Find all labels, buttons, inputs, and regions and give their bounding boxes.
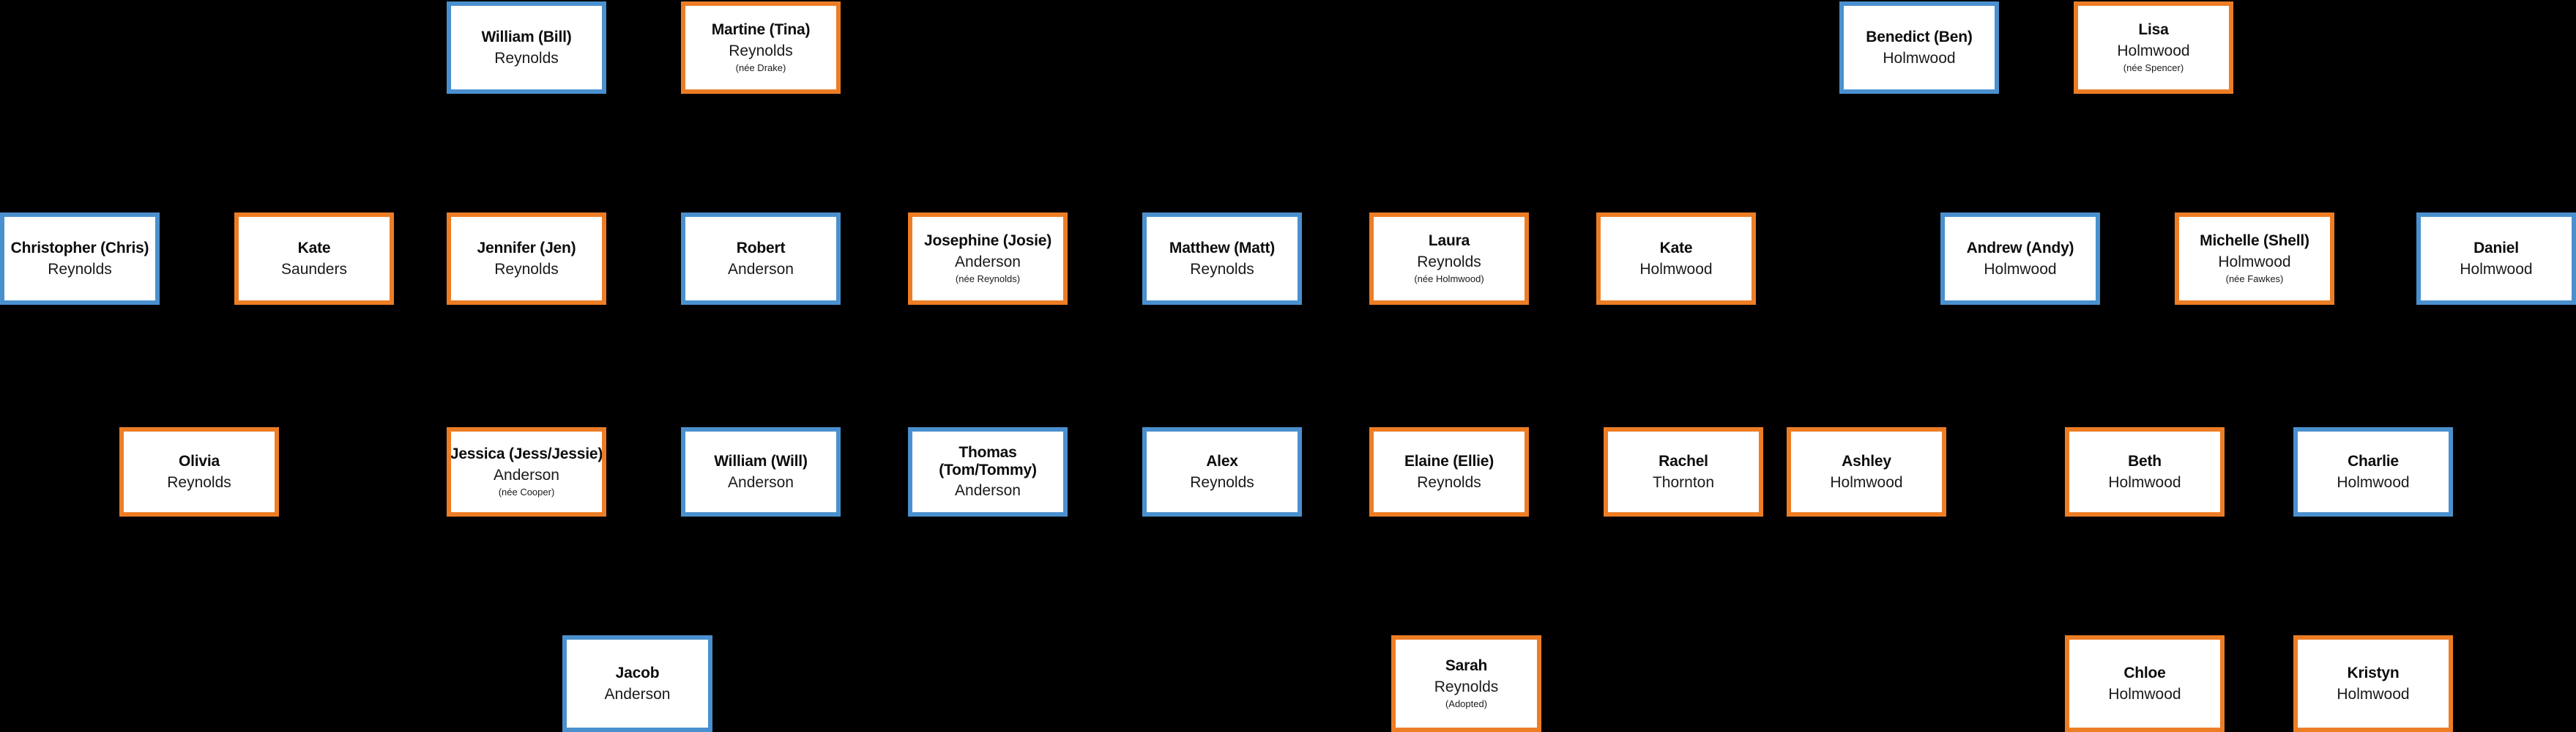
person-last-name: Reynolds <box>494 49 559 67</box>
person-last-name: Holmwood <box>2460 260 2533 278</box>
person-node[interactable]: Christopher (Chris) Reynolds <box>0 212 160 305</box>
person-note: (née Drake) <box>735 62 786 74</box>
person-last-name: Holmwood <box>1830 473 1903 491</box>
person-node[interactable]: Jennifer (Jen) Reynolds <box>447 212 606 305</box>
person-last-name: Anderson <box>955 253 1021 270</box>
person-first-name: Lisa <box>2138 21 2169 39</box>
person-last-name: Reynolds <box>1190 473 1254 491</box>
person-node[interactable]: Andrew (Andy) Holmwood <box>1940 212 2100 305</box>
person-last-name: Holmwood <box>1883 49 1956 67</box>
person-first-name: Josephine (Josie) <box>924 232 1051 250</box>
person-last-name: Holmwood <box>2108 473 2181 491</box>
person-note: (née Cooper) <box>498 487 555 498</box>
person-node[interactable]: Josephine (Josie) Anderson (née Reynolds) <box>908 212 1068 305</box>
person-node[interactable]: Benedict (Ben) Holmwood <box>1839 1 1999 94</box>
person-last-name: Anderson <box>494 466 559 484</box>
person-note: (née Spencer) <box>2123 62 2184 74</box>
person-first-name: Matthew (Matt) <box>1169 239 1276 256</box>
person-first-name: Benedict (Ben) <box>1866 28 1973 45</box>
person-last-name: Saunders <box>281 260 347 278</box>
person-first-name: Daniel <box>2473 239 2519 256</box>
person-first-name: Kate <box>297 239 331 256</box>
person-last-name: Reynolds <box>1434 678 1499 695</box>
person-last-name: Anderson <box>955 482 1021 500</box>
person-last-name: Reynolds <box>729 42 793 59</box>
person-first-name: Thomas (Tom/Tommy) <box>939 444 1037 478</box>
person-node[interactable]: Matthew (Matt) Reynolds <box>1142 212 1302 305</box>
person-note: (née Reynolds) <box>955 273 1021 285</box>
person-node[interactable]: Martine (Tina) Reynolds (née Drake) <box>681 1 841 94</box>
person-last-name: Thornton <box>1652 473 1715 491</box>
person-node[interactable]: Michelle (Shell) Holmwood (née Fawkes) <box>2175 212 2334 305</box>
person-first-name: Robert <box>736 239 786 256</box>
person-node[interactable]: Thomas (Tom/Tommy) Anderson <box>908 427 1068 517</box>
person-node[interactable]: William (Bill) Reynolds <box>447 1 606 94</box>
person-first-name: Andrew (Andy) <box>1966 239 2074 256</box>
person-first-name: Jessica (Jess/Jessie) <box>450 446 603 463</box>
person-node[interactable]: Elaine (Ellie) Reynolds <box>1369 427 1529 517</box>
person-node[interactable]: William (Will) Anderson <box>681 427 841 517</box>
person-last-name: Holmwood <box>2218 253 2291 270</box>
person-last-name: Reynolds <box>1417 473 1481 491</box>
person-first-name: Charlie <box>2348 452 2399 470</box>
person-first-name: Christopher (Chris) <box>10 239 149 256</box>
person-last-name: Anderson <box>604 685 671 703</box>
person-first-name: Jacob <box>615 664 660 681</box>
person-note: (Adopted) <box>1445 698 1488 710</box>
person-last-name: Holmwood <box>2108 685 2181 703</box>
person-first-name: Laura <box>1428 232 1470 250</box>
person-last-name: Holmwood <box>1984 260 2057 278</box>
person-first-name: Rachel <box>1659 452 1708 470</box>
person-first-name: Sarah <box>1445 657 1488 675</box>
person-first-name: Martine (Tina) <box>711 21 811 39</box>
person-last-name: Reynolds <box>1190 260 1254 278</box>
person-first-name: Chloe <box>2123 664 2166 681</box>
person-first-name: Beth <box>2128 452 2162 470</box>
person-first-name: William (Bill) <box>481 28 572 45</box>
person-last-name: Holmwood <box>2337 473 2410 491</box>
person-first-name: Kate <box>1659 239 1693 256</box>
person-last-name: Holmwood <box>1639 260 1713 278</box>
person-last-name: Holmwood <box>2117 42 2190 59</box>
person-first-name: Olivia <box>179 452 220 470</box>
person-last-name: Holmwood <box>2337 685 2410 703</box>
person-first-name: Kristyn <box>2347 664 2400 681</box>
person-first-name: Ashley <box>1842 452 1891 470</box>
person-last-name: Reynolds <box>494 260 559 278</box>
person-last-name: Reynolds <box>48 260 112 278</box>
person-note: (née Fawkes) <box>2225 273 2284 285</box>
person-first-name: Elaine (Ellie) <box>1404 452 1494 470</box>
person-first-name: William (Will) <box>714 452 808 470</box>
person-last-name: Anderson <box>728 473 794 491</box>
person-first-name: Michelle (Shell) <box>2200 232 2309 250</box>
person-first-name: Alex <box>1206 452 1238 470</box>
person-last-name: Reynolds <box>167 473 231 491</box>
person-first-name: Jennifer (Jen) <box>477 239 576 256</box>
person-node[interactable]: Jessica (Jess/Jessie) Anderson (née Cooper… <box>447 427 606 517</box>
person-last-name: Reynolds <box>1417 253 1481 270</box>
person-note: (née Holmwood) <box>1414 273 1484 285</box>
person-last-name: Anderson <box>728 260 794 278</box>
